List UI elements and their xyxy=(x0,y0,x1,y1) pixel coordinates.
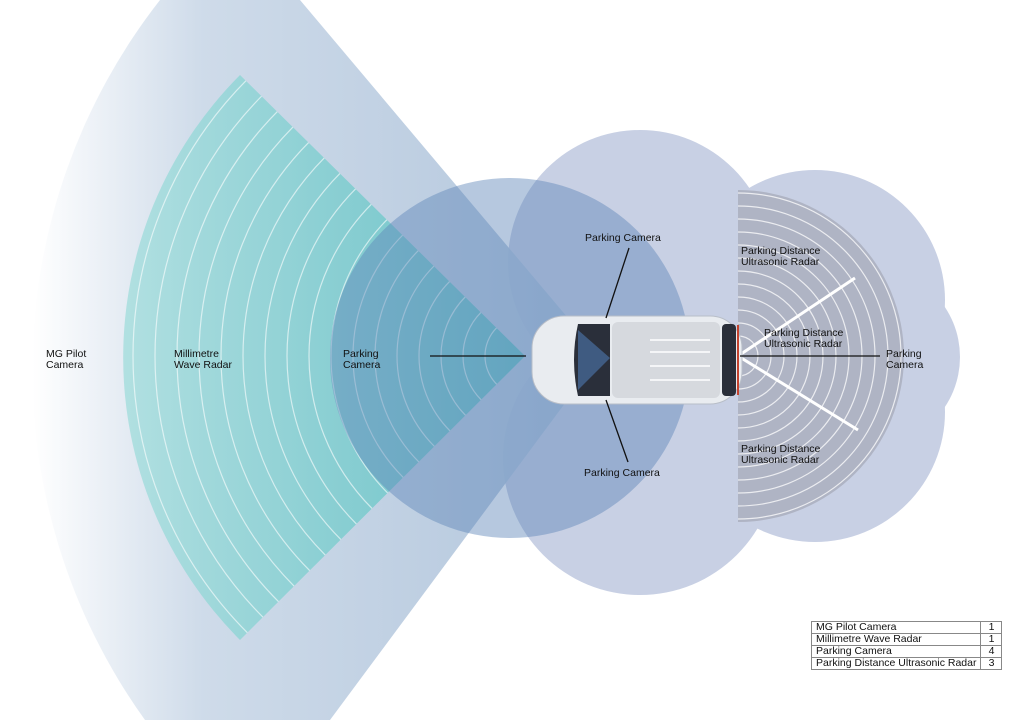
legend-count: 1 xyxy=(980,621,1003,634)
radar-arc xyxy=(308,139,525,573)
radar-arc xyxy=(352,183,525,529)
legend-name: Parking Distance Ultrasonic Radar xyxy=(810,657,982,670)
radar-arc xyxy=(330,161,525,551)
legend-count: 1 xyxy=(980,633,1003,646)
front-parking-camera-field xyxy=(330,178,690,538)
legend-count: 4 xyxy=(980,645,1003,658)
car-top-view xyxy=(531,315,743,405)
radar-arc xyxy=(132,75,525,640)
radar-arc xyxy=(418,249,525,463)
leader-lines xyxy=(430,247,880,463)
radar-arc xyxy=(286,117,525,595)
radar-arc xyxy=(198,75,525,640)
radar-arc xyxy=(374,205,525,507)
label-bottom-parking-camera: Parking Camera xyxy=(584,467,660,479)
legend-name: Parking Camera xyxy=(810,645,982,658)
ultrasonic-arc xyxy=(738,205,889,507)
radar-arc xyxy=(176,75,525,640)
radar-arc xyxy=(396,227,525,485)
legend-count: 3 xyxy=(980,657,1003,670)
ultrasonic-arc xyxy=(738,192,902,520)
radar-arc xyxy=(154,75,525,640)
legend-name: Millimetre Wave Radar xyxy=(810,633,982,646)
radar-arc xyxy=(220,75,525,640)
legend-name: MG Pilot Camera xyxy=(810,621,982,634)
radar-arc xyxy=(264,95,525,617)
label-top-parking-camera: Parking Camera xyxy=(585,232,661,244)
radar-arc xyxy=(242,75,525,639)
